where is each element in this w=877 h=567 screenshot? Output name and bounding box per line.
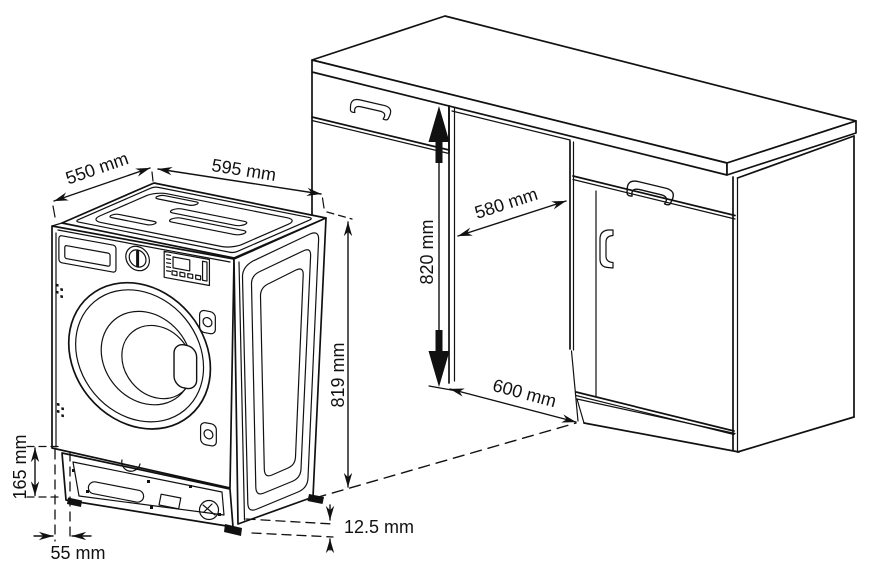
floor-guide-dashed-line (314, 422, 577, 499)
program-dial (126, 244, 150, 272)
countertop (311, 15, 857, 176)
display (173, 257, 190, 271)
thick-arrow-up-icon (428, 106, 450, 163)
right-cabinet-plinth (576, 398, 740, 453)
machine-side-panel (238, 232, 320, 521)
thick-arrow-down-icon (428, 330, 450, 387)
drain-cap (198, 499, 220, 521)
right-cabinet-drawer (572, 175, 736, 220)
dimension-label-base-recess: 55 mm (50, 543, 105, 563)
dimension-niche-height: 820 mm (417, 106, 450, 387)
dimension-label-niche-height: 820 mm (417, 219, 437, 284)
machine-top-lid (75, 187, 314, 253)
dimension-base-height: 165 mm (10, 434, 60, 500)
detergent-drawer (59, 235, 116, 272)
washing-machine (51, 182, 327, 536)
dimension-foot-adjustment: 12.5 mm (245, 504, 414, 554)
kickplate-screws (72, 469, 221, 516)
dimension-label-foot-adjustment: 12.5 mm (344, 517, 414, 537)
porthole-door (69, 271, 211, 441)
dimension-base-recess: 55 mm (33, 449, 106, 563)
counter-unit (311, 15, 857, 453)
control-panel (164, 251, 209, 285)
screw-holes (55, 283, 64, 418)
dimension-label-base-height: 165 mm (10, 434, 30, 499)
niche (448, 105, 579, 422)
right-cabinet-side (732, 135, 855, 453)
dimension-machine-height: 819 mm (326, 211, 353, 488)
kickplate-notch (121, 459, 141, 472)
machine-front-face (51, 225, 235, 489)
door-pull-icon (599, 229, 614, 269)
right-cabinet (572, 135, 855, 453)
door-handle-recess (174, 343, 197, 390)
hinge-cover-bottom (201, 422, 217, 447)
hinge-cover-top (200, 310, 216, 335)
dimension-label-machine-height: 819 mm (328, 342, 348, 407)
machine-kickplate (67, 459, 324, 536)
